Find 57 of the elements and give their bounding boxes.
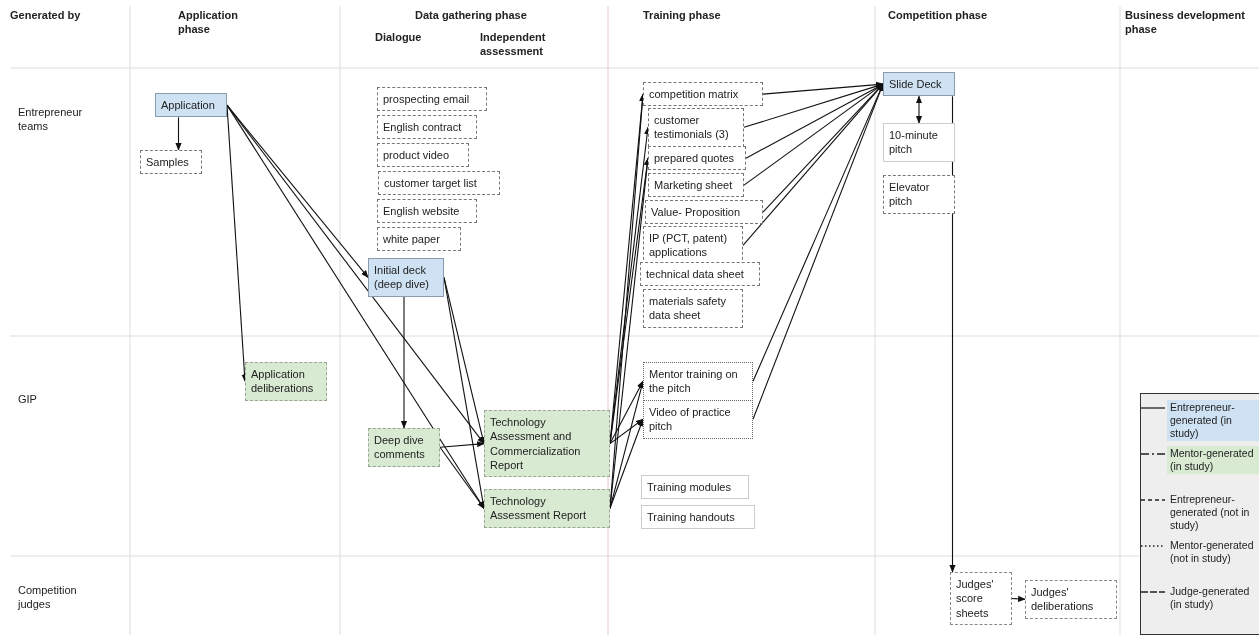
legend-text: Entrepreneur-generated (in study) bbox=[1167, 400, 1259, 442]
legend-text: Entrepreneur-generated (not in study) bbox=[1169, 492, 1251, 534]
row-heading: Competition judges bbox=[18, 583, 78, 612]
document-box: Judges' deliberations bbox=[1025, 580, 1117, 619]
document-box: Mentor training on the pitch bbox=[643, 362, 753, 401]
column-heading: Training phase bbox=[643, 8, 722, 23]
document-box: English contract bbox=[377, 115, 477, 140]
row-heading: Entrepreneur teams bbox=[18, 105, 84, 134]
document-box: Application deliberations bbox=[245, 362, 327, 401]
document-box: customer target list bbox=[378, 171, 500, 196]
document-box: product video bbox=[377, 143, 469, 168]
arrow bbox=[175, 116, 182, 151]
arrow bbox=[915, 95, 923, 124]
document-box: technical data sheet bbox=[640, 262, 760, 287]
row-heading: GIP bbox=[18, 392, 38, 407]
document-box: Elevator pitch bbox=[883, 175, 955, 214]
document-box: Marketing sheet bbox=[648, 173, 744, 198]
document-box: white paper bbox=[377, 227, 461, 252]
document-box: Value- Proposition bbox=[645, 200, 763, 225]
document-box: Technology Assessment and Commercialization Report bbox=[484, 410, 610, 478]
document-box: Training handouts bbox=[641, 505, 755, 530]
column-heading: Business development phase bbox=[1125, 8, 1246, 37]
legend-text: Mentor-generated (not in study) bbox=[1169, 538, 1255, 567]
column-heading: Competition phase bbox=[888, 8, 988, 23]
arrow bbox=[226, 104, 485, 445]
document-box: Technology Assessment Report bbox=[484, 489, 610, 528]
document-box: 10-minute pitch bbox=[883, 123, 955, 162]
arrow bbox=[400, 296, 408, 429]
document-box: prospecting email bbox=[377, 87, 487, 112]
arrow bbox=[609, 380, 644, 445]
column-heading: Data gathering phase bbox=[415, 8, 528, 23]
arrow bbox=[1011, 595, 1026, 602]
document-box: Deep dive comments bbox=[368, 428, 440, 467]
arrow bbox=[226, 104, 369, 278]
document-box: Samples bbox=[140, 150, 202, 175]
document-box: Application bbox=[155, 93, 227, 118]
arrow bbox=[439, 446, 485, 509]
legend-text: Mentor-generated (in study) bbox=[1167, 446, 1259, 475]
column-heading: Independent assessment bbox=[480, 30, 547, 59]
document-box: customer testimonials (3) bbox=[648, 108, 744, 147]
document-box: materials safety data sheet bbox=[643, 289, 743, 328]
document-box: Training modules bbox=[641, 475, 749, 500]
document-box: English website bbox=[377, 199, 477, 224]
arrow bbox=[609, 418, 644, 509]
column-heading: Generated by bbox=[10, 8, 82, 23]
arrow bbox=[439, 441, 485, 448]
document-box: Initial deck (deep dive) bbox=[368, 258, 444, 297]
document-box: Slide Deck bbox=[883, 72, 955, 97]
legend-text: Judge-generated (in study) bbox=[1169, 584, 1251, 613]
document-box: Judges' score sheets bbox=[950, 572, 1012, 625]
column-heading: Dialogue bbox=[375, 30, 423, 45]
document-box: competition matrix bbox=[643, 82, 763, 107]
document-box: prepared quotes bbox=[648, 146, 746, 171]
arrow bbox=[609, 418, 644, 445]
arrow bbox=[762, 81, 884, 95]
document-box: Video of practice pitch bbox=[643, 400, 753, 439]
column-heading: Application phase bbox=[178, 8, 239, 37]
